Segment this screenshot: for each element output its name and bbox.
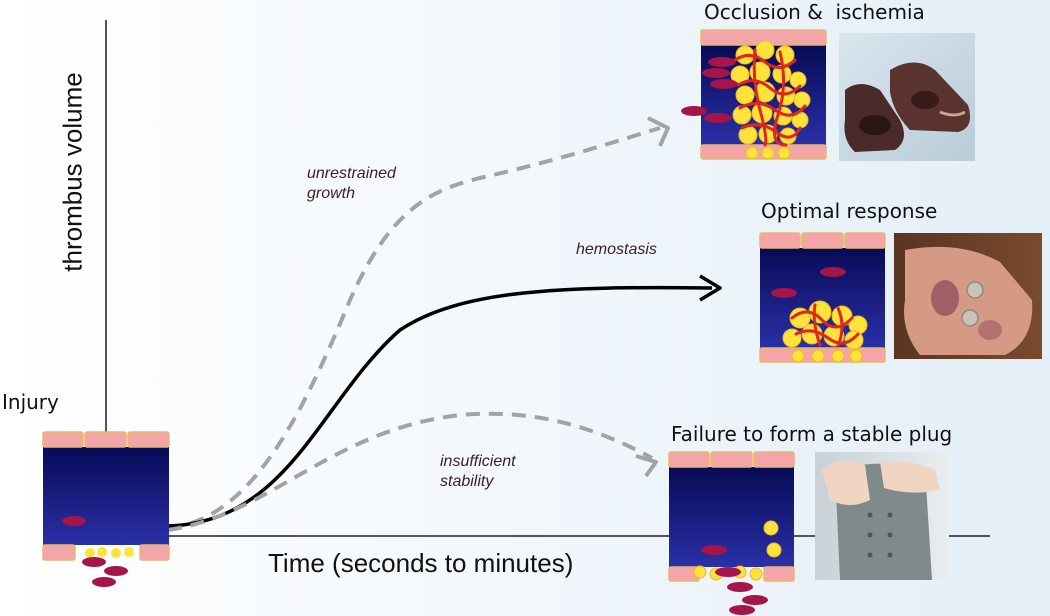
hemostasis-arrowhead: [699, 274, 722, 302]
failure-heading: Failure to form a stable plug: [671, 422, 953, 446]
bruised-arm-photo: [894, 233, 1042, 359]
ischemic-feet-photo: [839, 33, 975, 161]
y-axis-label: thrombus volume: [57, 72, 88, 272]
insufficient-stability-label: insufficient stability: [440, 452, 516, 492]
failure-vessel-illustration: [668, 451, 795, 615]
x-axis-label: Time (seconds to minutes): [268, 548, 574, 578]
injury-vessel-illustration: [42, 431, 170, 587]
occlusion-heading: Occlusion & ischemia: [704, 0, 925, 24]
insufficient-stability-curve: [167, 411, 653, 532]
occlusion-vessel-illustration: [681, 29, 827, 160]
child-photo: [815, 452, 949, 580]
unrestrained-growth-curve: [167, 126, 661, 530]
unrestrained-growth-label-line-1: unrestrained: [307, 165, 396, 182]
unrestrained-growth-label: unrestrained growth: [307, 164, 396, 204]
unrestrained-growth-arrowhead: [647, 116, 670, 147]
insufficient-stability-label-line-2: stability: [440, 473, 494, 490]
unrestrained-growth-label-line-2: growth: [307, 185, 356, 202]
hemostasis-label-line-1: hemostasis: [576, 241, 657, 258]
insufficient-stability-label-line-1: insufficient: [440, 453, 516, 470]
optimal-response-heading: Optimal response: [761, 199, 938, 223]
insufficient-stability-arrowhead: [635, 454, 658, 478]
hemostasis-label: hemostasis: [576, 240, 657, 260]
injury-label: Injury: [2, 390, 59, 414]
optimal-vessel-illustration: [759, 232, 886, 363]
hemostasis-curve: [167, 285, 713, 528]
